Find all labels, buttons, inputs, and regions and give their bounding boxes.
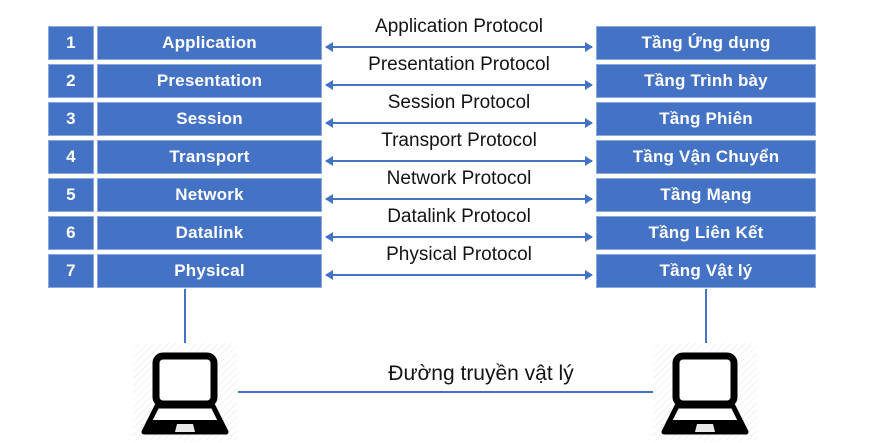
protocol-slot: Physical Protocol (325, 244, 593, 288)
layer-name-vi: Tầng Ứng dụng (596, 26, 816, 60)
layer-number: 4 (48, 140, 94, 174)
right-endpoint-connector (705, 289, 707, 343)
double-arrow-icon (325, 80, 593, 90)
osi-row: 4 Transport (48, 140, 322, 174)
protocol-label: Network Protocol (386, 168, 532, 189)
layer-name-en: Datalink (97, 216, 322, 250)
osi-row: 7 Physical (48, 254, 322, 288)
osi-row: 3 Session (48, 102, 322, 136)
protocol-slot: Transport Protocol (325, 130, 593, 174)
protocol-slot: Session Protocol (325, 92, 593, 136)
layer-name-vi: Tầng Trình bày (596, 64, 816, 98)
layer-name-en: Transport (97, 140, 322, 174)
osi-row: 2 Presentation (48, 64, 322, 98)
physical-link-label: Đường truyền vật lý (388, 362, 574, 385)
double-arrow-icon (325, 270, 593, 280)
protocol-label: Physical Protocol (386, 244, 532, 265)
layer-number: 6 (48, 216, 94, 250)
protocol-slot: Presentation Protocol (325, 54, 593, 98)
layer-name-en: Presentation (97, 64, 322, 98)
osi-english-table: 1 Application 2 Presentation 3 Session 4… (48, 26, 322, 292)
osi-row: 5 Network (48, 178, 322, 212)
protocol-label: Datalink Protocol (387, 206, 531, 227)
layer-name-en: Session (97, 102, 322, 136)
double-arrow-icon (325, 118, 593, 128)
laptop-icon (661, 352, 749, 435)
double-arrow-icon (325, 42, 593, 52)
osi-row: 1 Application (48, 26, 322, 60)
layer-name-en: Application (97, 26, 322, 60)
layer-name-vi: Tầng Phiên (596, 102, 816, 136)
layer-name-vi: Tầng Vận Chuyển (596, 140, 816, 174)
laptop-icon (141, 352, 229, 435)
double-arrow-icon (325, 194, 593, 204)
osi-vietnamese-table: Tầng Ứng dụng Tầng Trình bày Tầng Phiên … (596, 26, 816, 292)
layer-name-en: Network (97, 178, 322, 212)
osi-row: 6 Datalink (48, 216, 322, 250)
layer-number: 7 (48, 254, 94, 288)
protocol-slot: Application Protocol (325, 16, 593, 60)
protocol-label: Presentation Protocol (368, 54, 550, 75)
layer-name-vi: Tầng Mạng (596, 178, 816, 212)
protocol-column: Application Protocol Presentation Protoc… (325, 16, 593, 292)
layer-number: 5 (48, 178, 94, 212)
protocol-label: Transport Protocol (381, 130, 537, 151)
protocol-label: Session Protocol (387, 92, 531, 113)
layer-name-vi: Tầng Vật lý (596, 254, 816, 288)
left-endpoint (133, 343, 237, 441)
physical-link-line (238, 391, 653, 393)
left-endpoint-connector (184, 289, 186, 343)
layer-name-en: Physical (97, 254, 322, 288)
layer-name-vi: Tầng Liên Kết (596, 216, 816, 250)
right-endpoint (653, 343, 757, 441)
protocol-label: Application Protocol (375, 16, 543, 37)
layer-number: 2 (48, 64, 94, 98)
protocol-slot: Datalink Protocol (325, 206, 593, 250)
layer-number: 3 (48, 102, 94, 136)
layer-number: 1 (48, 26, 94, 60)
protocol-slot: Network Protocol (325, 168, 593, 212)
double-arrow-icon (325, 232, 593, 242)
double-arrow-icon (325, 156, 593, 166)
